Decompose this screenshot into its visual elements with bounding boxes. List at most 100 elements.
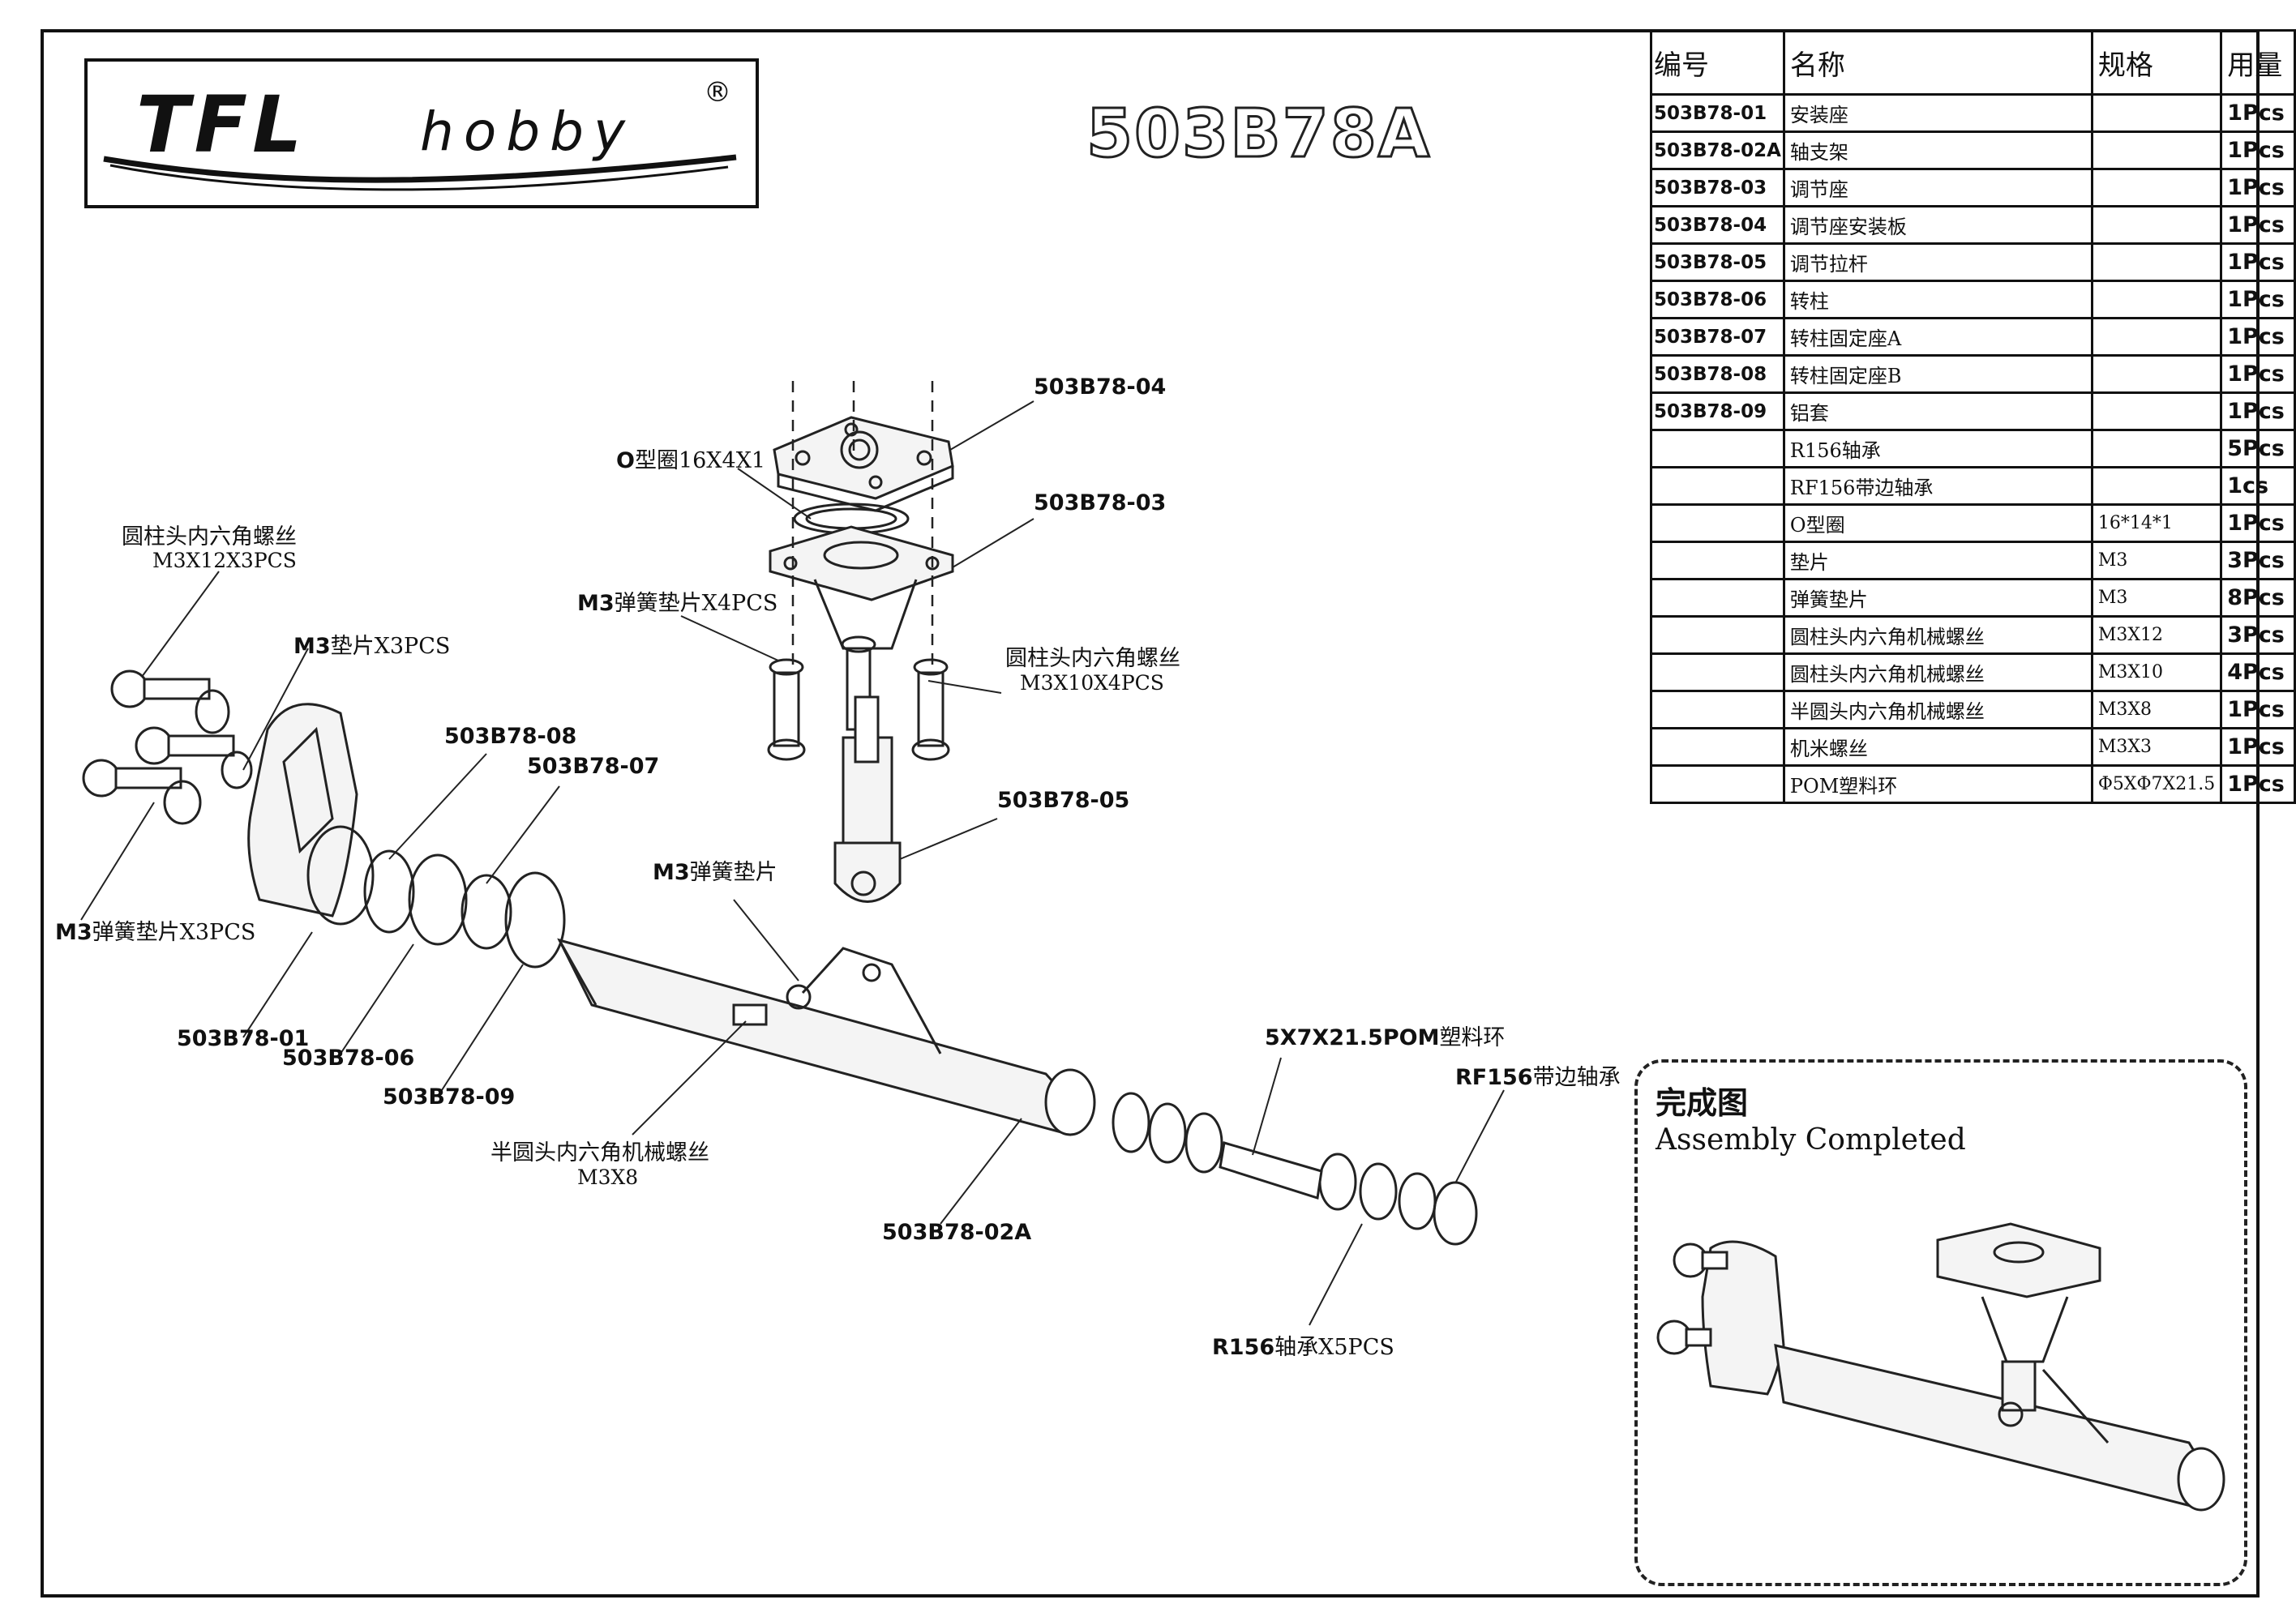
bom-cell-code: 503B78-02A (1650, 130, 1785, 170)
bom-cell-spec (2090, 242, 2223, 282)
label-part-04: 503B78-04 (1034, 374, 1167, 400)
bom-cell-code (1650, 764, 1785, 804)
logo-tfl: TFL (136, 79, 307, 170)
label-part-08: 503B78-08 (444, 724, 577, 749)
bom-cell-code (1650, 615, 1785, 655)
bom-cell-spec (2090, 429, 2223, 468)
bom-cell-spec: M3X10 (2090, 652, 2223, 692)
label-part-02a: 503B78-02A (882, 1220, 1032, 1245)
bom-cell-spec (2090, 93, 2223, 133)
bom-cell-code (1650, 727, 1785, 767)
bom-cell-name: 圆柱头内六角机械螺丝 (1782, 615, 2093, 655)
label-pom-ring: 5X7X21.5POM塑料环 (1265, 1025, 1506, 1050)
bom-cell-code: 503B78-08 (1650, 354, 1785, 394)
bom-cell-qty: 1Pcs (2220, 93, 2296, 133)
bom-header-code: 编号 (1650, 29, 1785, 96)
label-screw-m3x12-cn: 圆柱头内六角螺丝 (122, 524, 297, 550)
bom-cell-qty: 1Pcs (2220, 280, 2296, 319)
logo-hobby: hobby (420, 101, 636, 163)
bom-cell-spec (2090, 130, 2223, 170)
bom-cell-code: 503B78-04 (1650, 205, 1785, 245)
bom-cell-spec: M3X8 (2090, 690, 2223, 729)
bom-cell-code: 503B78-06 (1650, 280, 1785, 319)
assembly-completed-drawing (1656, 1222, 2225, 1512)
bom-cell-name: 轴支架 (1782, 130, 2093, 170)
bom-cell-name: 转柱固定座B (1782, 354, 2093, 394)
bom-cell-code (1650, 652, 1785, 692)
bom-cell-qty: 1Pcs (2220, 130, 2296, 170)
bom-cell-code: 503B78-03 (1650, 168, 1785, 207)
bom-cell-qty: 3Pcs (2220, 541, 2296, 580)
bom-cell-code (1650, 690, 1785, 729)
bom-cell-name: 安装座 (1782, 93, 2093, 133)
bom-cell-name: R156轴承 (1782, 429, 2093, 468)
bom-cell-name: 调节座安装板 (1782, 205, 2093, 245)
bom-cell-qty: 1Pcs (2220, 764, 2296, 804)
shaft-bracket-02a (557, 938, 1096, 1136)
bom-cell-qty: 1Pcs (2220, 727, 2296, 767)
bom-cell-qty: 1cs (2220, 466, 2296, 506)
pivot-06 (408, 853, 468, 946)
bom-cell-spec (2090, 317, 2223, 357)
bom-cell-code (1650, 466, 1785, 506)
bom-cell-spec: 16*14*1 (2090, 503, 2223, 543)
bom-cell-spec (2090, 391, 2223, 431)
bom-cell-code (1650, 429, 1785, 468)
label-screw-m3x12-spec: M3X12X3PCS (152, 549, 297, 572)
bom-cell-qty: 1Pcs (2220, 242, 2296, 282)
label-o-ring: O型圈16X4X1 (616, 448, 766, 473)
ring-07 (460, 874, 512, 950)
bom-cell-qty: 1Pcs (2220, 317, 2296, 357)
label-part-01: 503B78-01 (177, 1026, 310, 1051)
logo-swoosh-icon (103, 154, 737, 191)
label-part-07: 503B78-07 (527, 754, 660, 779)
label-screw-m3x8-spec: M3X8 (577, 1165, 639, 1189)
label-screw-m3x10-spec: M3X10X4PCS (1020, 671, 1164, 695)
bom-cell-spec: M3 (2090, 578, 2223, 618)
label-part-09: 503B78-09 (383, 1084, 516, 1110)
bom-cell-spec: Φ5XΦ7X21.5 (2090, 764, 2223, 804)
bom-cell-name: 圆柱头内六角机械螺丝 (1782, 652, 2093, 692)
mount-plate-04 (773, 416, 954, 512)
bom-cell-qty: 1Pcs (2220, 354, 2296, 394)
label-part-05: 503B78-05 (997, 788, 1130, 813)
bom-cell-spec (2090, 466, 2223, 506)
bom-cell-name: 垫片 (1782, 541, 2093, 580)
bom-cell-name: 半圆头内六角机械螺丝 (1782, 690, 2093, 729)
adjust-seat-03 (769, 525, 954, 650)
bom-cell-qty: 1Pcs (2220, 503, 2296, 543)
screws-m3x10 (767, 635, 950, 761)
bom-cell-spec (2090, 168, 2223, 207)
label-washer: M3垫片X3PCS (293, 634, 451, 659)
bom-cell-qty: 8Pcs (2220, 578, 2296, 618)
pom-ring (1219, 1141, 1323, 1200)
registered-mark: ® (704, 76, 731, 109)
bom-cell-code: 503B78-07 (1650, 317, 1785, 357)
bom-cell-name: 铝套 (1782, 391, 2093, 431)
mounting-seat-01 (247, 703, 375, 926)
bom-cell-name: RF156带边轴承 (1782, 466, 2093, 506)
bom-header-name: 名称 (1782, 29, 2093, 96)
bom-cell-qty: 1Pcs (2220, 205, 2296, 245)
label-spring-washer-mid: M3弹簧垫片 (653, 860, 777, 885)
bom-cell-spec (2090, 280, 2223, 319)
bom-cell-qty: 1Pcs (2220, 391, 2296, 431)
bom-cell-name: 调节座 (1782, 168, 2093, 207)
bom-cell-name: 调节拉杆 (1782, 242, 2093, 282)
